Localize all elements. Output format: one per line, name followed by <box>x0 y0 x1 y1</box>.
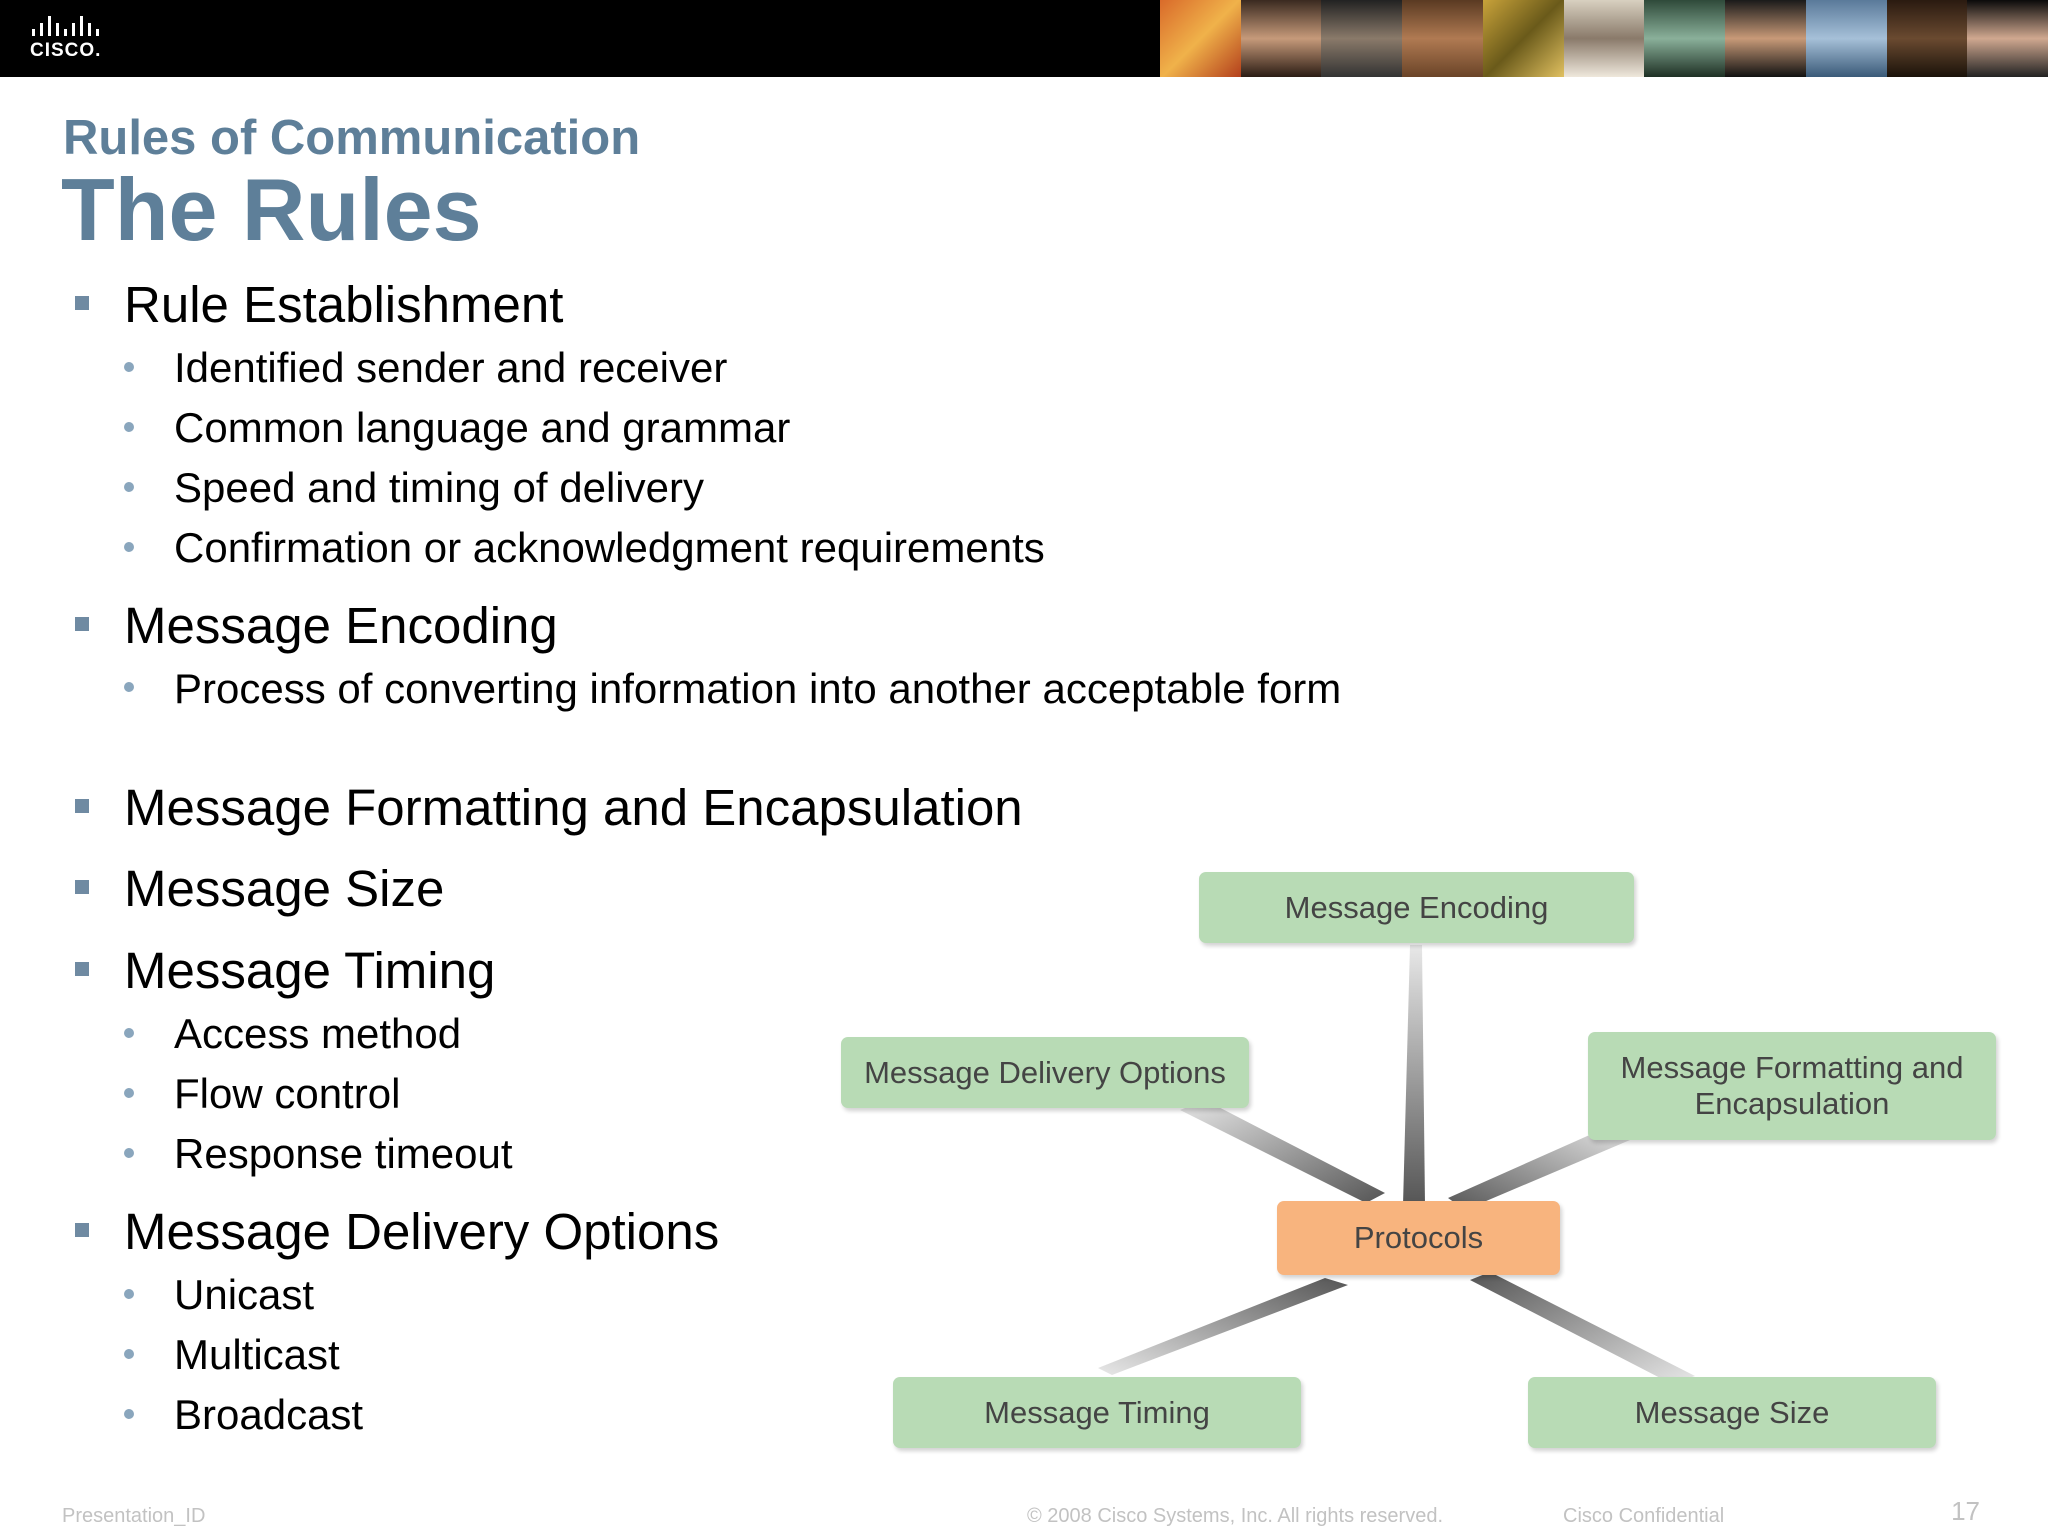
sub-bullet-language: Common language and grammar <box>123 404 791 451</box>
node-protocols: Protocols <box>1277 1201 1560 1275</box>
connector-delivery <box>1180 1100 1385 1203</box>
sub-bullet-confirmation: Confirmation or acknowledgment requireme… <box>124 524 1045 571</box>
page-number: 17 <box>1951 1496 1980 1526</box>
bullet-message-encoding: Message Encoding <box>75 597 558 654</box>
cisco-logo: CISCO. <box>30 14 130 64</box>
footer-confidential: Cisco Confidential <box>1563 1505 1725 1527</box>
bullet-rule-establishment: Rule Establishment <box>74 276 564 333</box>
connector-size <box>1470 1272 1695 1384</box>
sub-bullet-sender-receiver: Identified sender and receiver <box>123 344 728 391</box>
sub-bullet-flow-control: Flow control <box>123 1070 401 1117</box>
sub-bullet-encoding-desc: Process of converting information into a… <box>124 667 1374 710</box>
photo-collage <box>1160 0 2048 77</box>
connector-formatting <box>1448 1125 1630 1210</box>
slide-title: The Rules <box>61 160 482 259</box>
header-bar: CISCO. <box>0 0 2048 77</box>
cisco-logo-text: CISCO. <box>30 40 102 61</box>
cisco-logo-bars-icon <box>32 14 130 36</box>
sub-bullet-access-method: Access method <box>123 1010 462 1057</box>
node-message-timing: Message Timing <box>893 1377 1301 1448</box>
bullet-message-formatting: Message Formatting and Encapsulation <box>75 779 1023 836</box>
connector-encoding <box>1403 945 1425 1205</box>
node-message-encoding: Message Encoding <box>1199 872 1634 943</box>
bullet-message-delivery: Message Delivery Options <box>74 1203 720 1260</box>
connector-timing <box>1098 1278 1348 1375</box>
slide-subtitle: Rules of Communication <box>63 111 641 165</box>
bullet-message-timing: Message Timing <box>74 942 496 999</box>
sub-bullet-response-timeout: Response timeout <box>124 1130 513 1177</box>
footer-copyright: © 2008 Cisco Systems, Inc. All rights re… <box>1027 1505 1444 1527</box>
sub-bullet-multicast: Multicast <box>124 1331 340 1378</box>
node-message-delivery: Message Delivery Options <box>841 1037 1249 1108</box>
footer-presentation-id: Presentation_ID <box>62 1505 206 1527</box>
node-message-size: Message Size <box>1528 1377 1936 1448</box>
sub-bullet-broadcast: Broadcast <box>123 1391 364 1438</box>
sub-bullet-speed: Speed and timing of delivery <box>124 464 704 511</box>
node-message-formatting: Message Formatting and Encapsulation <box>1588 1032 1996 1140</box>
sub-bullet-unicast: Unicast <box>123 1271 315 1318</box>
bullet-message-size: Message Size <box>74 860 445 917</box>
